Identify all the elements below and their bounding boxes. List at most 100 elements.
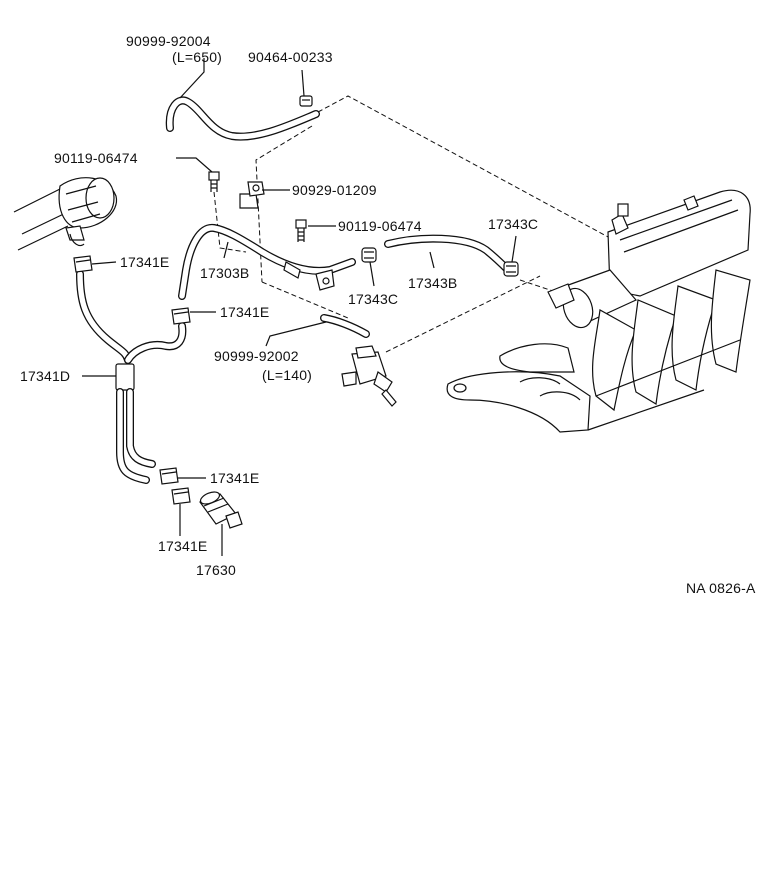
clamp-right-body <box>503 261 519 277</box>
plenum-boss <box>683 195 699 211</box>
clamp-e-bottom-band <box>173 491 189 495</box>
ref-line-vsv <box>385 275 541 353</box>
bolt-middle <box>295 219 307 242</box>
label-valve-17630: 17630 <box>196 562 236 578</box>
tube-17303b <box>178 223 356 300</box>
label-bracket-01209: 90929-01209 <box>292 182 377 198</box>
manifold-flange-left <box>446 371 591 433</box>
label-hose-17343b: 17343B <box>408 275 457 291</box>
vsv-pin <box>381 389 397 407</box>
clamp-17341e-top <box>73 255 93 273</box>
ref-line-tube <box>261 281 349 319</box>
clamp-e-bottom-body <box>171 487 191 505</box>
clamp-right-bands <box>506 265 516 273</box>
label-bolt-upper: 90119-06474 <box>54 150 138 166</box>
reference-lines <box>213 95 611 353</box>
hose-d-junction <box>115 363 135 391</box>
clamp-17341e-lower <box>159 467 179 485</box>
clamp-e-top-band <box>75 259 91 263</box>
manifold-flange-mid <box>499 343 575 373</box>
label-clamp-17341e-top: 17341E <box>120 254 169 270</box>
label-clamp-17341e-second: 17341E <box>220 304 269 320</box>
throttle-nipple <box>547 283 575 309</box>
leader-hose-140 <box>265 321 327 347</box>
runner-2 <box>631 299 677 405</box>
ref-line-bracket <box>255 125 313 283</box>
duct-nipple-bend <box>69 233 85 247</box>
plenum-stud-head <box>617 203 629 217</box>
label-hose-650-part: 90999-92004 <box>126 33 211 49</box>
clamp-mid-bands <box>364 251 374 259</box>
leader-lines <box>82 58 517 556</box>
leader-clamp-right <box>511 235 517 263</box>
hose-650-core <box>167 97 319 140</box>
leader-clamp-e-top <box>91 261 117 265</box>
bracket-base <box>239 193 259 209</box>
hose-17343b-core <box>385 235 511 273</box>
clamp-e-second-band <box>173 311 189 315</box>
clip-90464-00233 <box>299 95 313 107</box>
hose-d-upper-right-core <box>125 323 186 363</box>
clamp-e-lower-body <box>159 467 179 485</box>
bolt-upper-head <box>208 171 220 181</box>
bolt-upper-thread <box>210 180 218 192</box>
label-hose-140-part: 90999-92002 <box>214 348 299 364</box>
bracket-hole <box>252 184 260 192</box>
clamp-17343c-mid <box>361 247 377 263</box>
bolt-middle-head <box>295 219 307 229</box>
runner-1 <box>591 309 637 412</box>
air-intake-duct <box>13 177 118 251</box>
plenum-ridge <box>619 199 739 253</box>
label-hose-140-length: (L=140) <box>262 367 312 383</box>
label-clip-00233: 90464-00233 <box>248 49 333 65</box>
intake-manifold <box>446 189 751 433</box>
clamp-mid-body <box>361 247 377 263</box>
vsv-cap <box>355 345 377 359</box>
label-figure-code: NA 0826-A <box>686 580 756 596</box>
clamp-17343c-right <box>503 261 519 277</box>
hose-17341d <box>76 270 187 484</box>
ref-line-bolt-upper <box>213 191 247 253</box>
tube-bracket <box>283 261 301 279</box>
bracket-90929-01209 <box>239 181 265 209</box>
valve-nozzle <box>225 511 243 529</box>
label-clamp-17343c-mid: 17343C <box>348 291 398 307</box>
tube-core <box>179 225 355 299</box>
label-bolt-middle: 90119-06474 <box>338 218 422 234</box>
bolt-upper <box>208 171 220 192</box>
clip-body <box>299 95 313 107</box>
clamp-17341e-second <box>171 307 191 325</box>
label-hose-17341d: 17341D <box>20 368 70 384</box>
flange-bolt-hole <box>453 383 467 393</box>
label-clamp-17341e-lower: 17341E <box>210 470 259 486</box>
hose-17343b <box>384 234 512 274</box>
hose-d-lower-left-core <box>117 389 149 483</box>
vsv-connector <box>373 371 393 393</box>
tube-bracket-hole <box>322 277 330 285</box>
label-tube-17303b: 17303B <box>200 265 249 281</box>
flange-edges <box>587 339 741 431</box>
clamp-e-top-body <box>73 255 93 273</box>
leader-bolt-upper <box>176 157 213 173</box>
flange-ports <box>519 377 581 401</box>
vacuum-switching-valve <box>341 345 397 407</box>
hose-d-upper-left-core <box>77 271 131 363</box>
runner-4 <box>710 269 751 373</box>
hose-90999-92004 <box>165 96 320 141</box>
duct-coupling-end <box>85 177 115 219</box>
leader-tube <box>223 241 229 259</box>
hose-90999-92002 <box>320 314 370 338</box>
valve-ribs <box>203 497 229 513</box>
runner-3 <box>671 285 717 391</box>
bolt-middle-thread <box>297 228 305 242</box>
label-clamp-17341e-bottom: 17341E <box>158 538 207 554</box>
plenum-body <box>607 189 751 297</box>
hose-140-core <box>321 315 369 337</box>
leader-hose-650 <box>179 58 205 99</box>
ref-line-hose-650 <box>317 95 611 239</box>
duct-ribs <box>65 185 101 223</box>
leader-clip <box>301 69 305 97</box>
label-clamp-17343c-right: 17343C <box>488 216 538 232</box>
vsv-bracket <box>341 371 357 387</box>
